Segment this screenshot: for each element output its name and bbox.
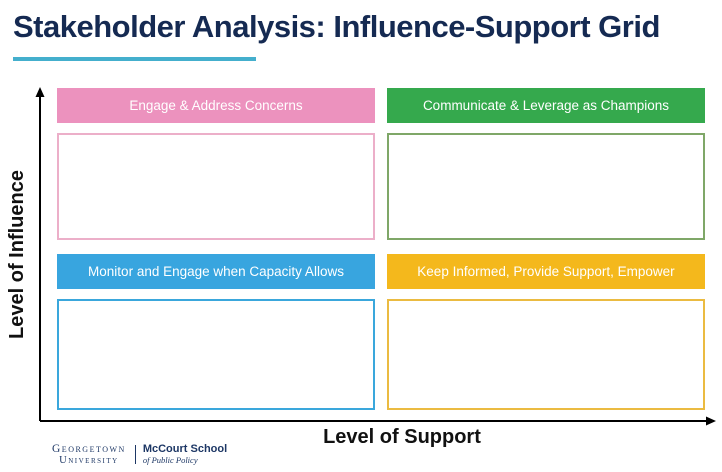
georgetown-mccourt-logo: Georgetown University McCourt School of …	[52, 443, 227, 466]
quadrant-box-keep-informed	[387, 299, 705, 410]
quadrant-box-monitor	[57, 299, 375, 410]
quadrant-box-engage	[57, 133, 375, 240]
mccourt-school-wordmark: McCourt School of Public Policy	[142, 443, 228, 465]
y-axis-label: Level of Influence	[5, 170, 28, 339]
x-axis-label: Level of Support	[323, 426, 481, 448]
georgetown-wordmark: Georgetown University	[52, 443, 126, 467]
page-title: Stakeholder Analysis: Influence-Support …	[13, 9, 660, 44]
title-underline	[13, 57, 256, 61]
quadrant-header-communicate: Communicate & Leverage as Champions	[387, 88, 705, 123]
quadrant-bottom-left: Monitor and Engage when Capacity Allows	[57, 254, 375, 410]
quadrant-header-keep-informed: Keep Informed, Provide Support, Empower	[387, 254, 705, 289]
quadrant-box-communicate	[387, 133, 705, 240]
quadrant-bottom-right: Keep Informed, Provide Support, Empower	[387, 254, 705, 410]
quadrant-top-left: Engage & Address Concerns	[57, 88, 375, 240]
quadrant-top-right: Communicate & Leverage as Champions	[387, 88, 705, 240]
quadrant-header-label: Communicate & Leverage as Champions	[422, 98, 670, 113]
quadrant-header-label: Monitor and Engage when Capacity Allows	[88, 264, 344, 279]
quadrant-header-engage: Engage & Address Concerns	[57, 88, 375, 123]
x-axis-arrowhead	[706, 416, 716, 426]
influence-support-grid: Engage & Address Concerns Communicate & …	[57, 88, 705, 410]
quadrant-header-monitor: Monitor and Engage when Capacity Allows	[57, 254, 375, 289]
quadrant-header-label: Engage & Address Concerns	[129, 98, 303, 113]
logo-divider	[134, 445, 136, 465]
quadrant-header-label: Keep Informed, Provide Support, Empower	[417, 264, 675, 279]
